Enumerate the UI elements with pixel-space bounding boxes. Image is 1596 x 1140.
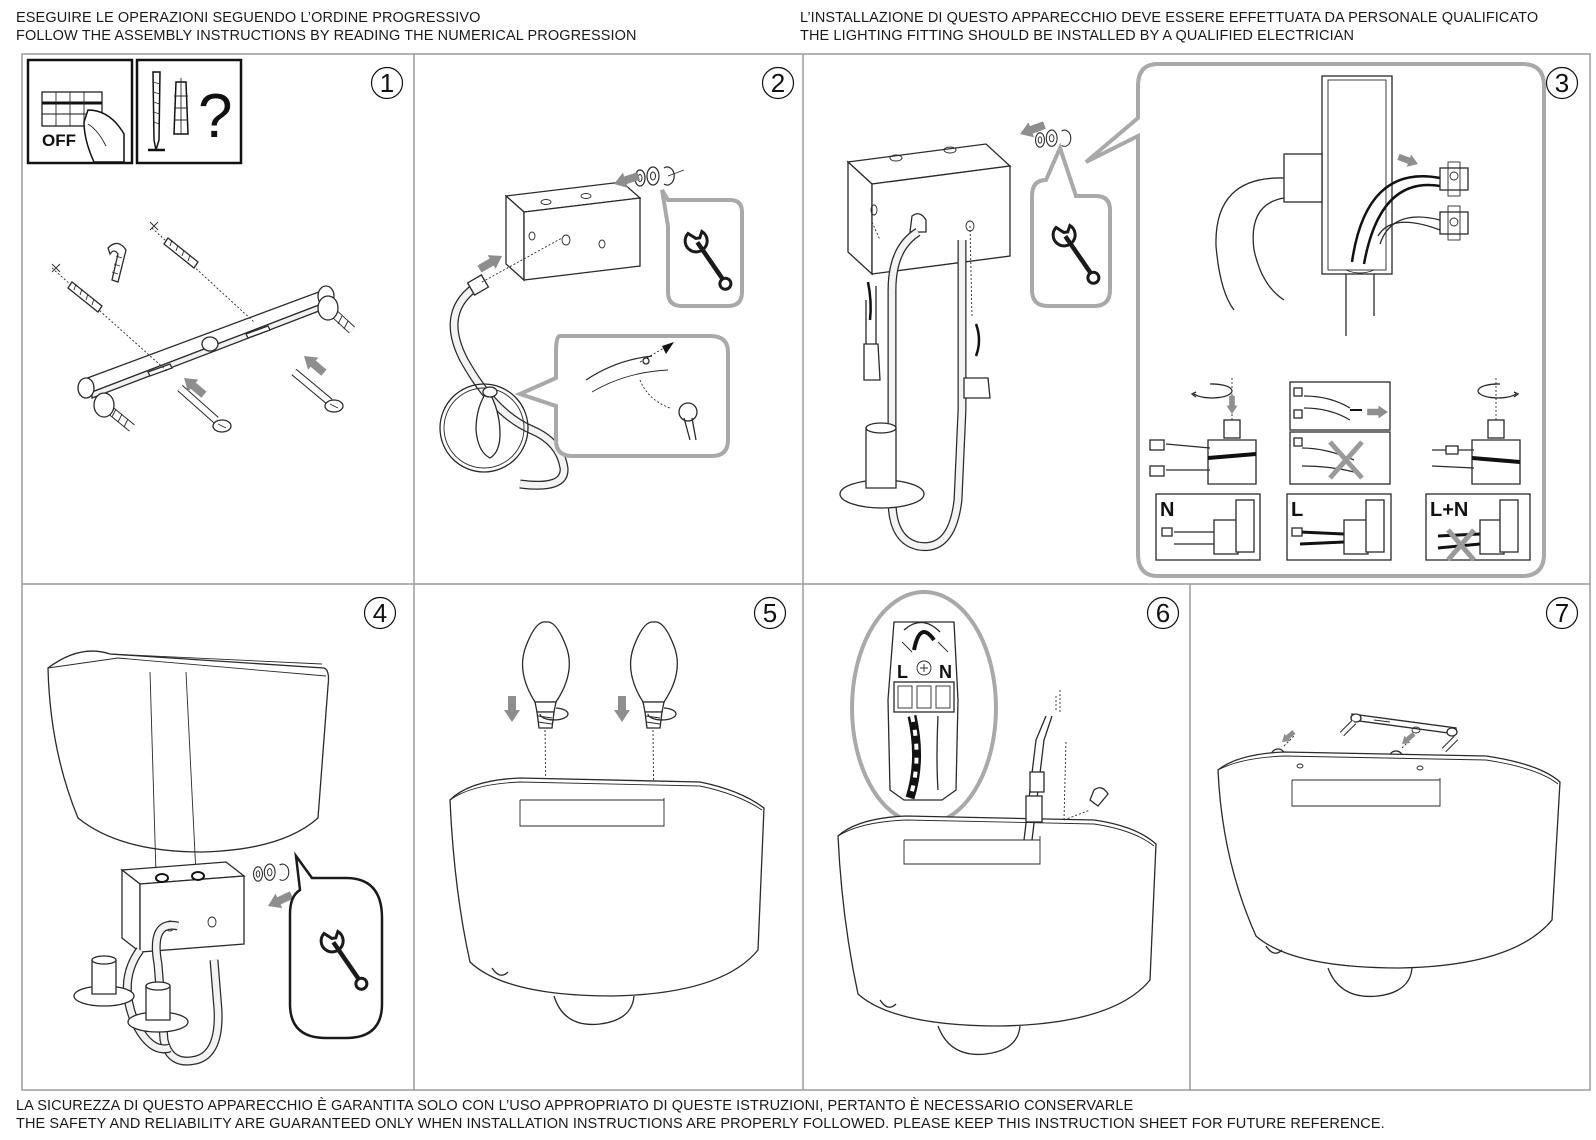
- wiring-option-live: L: [1286, 493, 1392, 561]
- footer-safety-note: LA SICUREZZA DI QUESTO APPARECCHIO È GAR…: [16, 1097, 1385, 1133]
- junction-box-4: [120, 861, 246, 954]
- wrench-bubble-4: [288, 851, 384, 1040]
- cable-clip: [107, 242, 127, 283]
- step-4-badge: 4: [363, 596, 397, 630]
- fixing-screw-right: [291, 349, 344, 413]
- panel-6: L N: [837, 590, 1157, 1056]
- step-3-badge: 3: [1545, 66, 1579, 100]
- fixture-arms-4: [73, 920, 223, 1066]
- junction-box: [504, 181, 642, 282]
- footer-italian: LA SICUREZZA DI QUESTO APPARECCHIO È GAR…: [16, 1098, 1134, 1114]
- panel-4: [47, 650, 384, 1066]
- panel-5: [449, 621, 765, 1026]
- svg-text:6: 6: [1156, 598, 1170, 628]
- detail-bubble-lower: [514, 334, 730, 458]
- screw-and-plug-icon: [135, 58, 243, 165]
- svg-text:L: L: [897, 662, 908, 682]
- nut-and-washer: [634, 166, 675, 187]
- step-5-badge: 5: [753, 596, 787, 630]
- bulb-left: [504, 621, 570, 801]
- svg-text:N: N: [1160, 499, 1174, 521]
- wall-bracket-7: [1339, 713, 1459, 763]
- svg-text:5: 5: [763, 598, 777, 628]
- step-1-badge: 1: [370, 66, 404, 100]
- svg-text:L: L: [1291, 499, 1303, 521]
- panel-1-safety-icons: OFF ?: [26, 58, 356, 433]
- svg-text:L+N: L+N: [1430, 499, 1468, 521]
- panel-grid: [21, 53, 1591, 1091]
- header-left-english: FOLLOW THE ASSEMBLY INSTRUCTIONS BY READ…: [16, 28, 637, 44]
- question-mark-icon: ?: [198, 82, 232, 151]
- fixing-screw-lower: [177, 371, 232, 433]
- wrench-bubble: [660, 188, 744, 308]
- wire-strip-detail: [1289, 381, 1391, 485]
- terminal-screw-left: [1149, 378, 1257, 485]
- panel-7: [1217, 713, 1561, 998]
- header-left: ESEGUIRE LE OPERAZIONI SEGUENDO L’ORDINE…: [16, 9, 637, 45]
- step-2-badge: 2: [761, 66, 795, 100]
- wiring-detail-bubble: [1084, 62, 1546, 578]
- svg-text:OFF: OFF: [42, 131, 76, 150]
- step-6-badge: 6: [1146, 596, 1180, 630]
- header-right: L’INSTALLAZIONE DI QUESTO APPARECCHIO DE…: [800, 9, 1538, 45]
- footer-english: THE SAFETY AND RELIABILITY ARE GUARANTEE…: [16, 1116, 1385, 1132]
- lamp-shade-5: [449, 777, 765, 1026]
- fixture-arm: [839, 221, 991, 552]
- wrench-bubble-3: [1030, 142, 1112, 308]
- wiring-option-neutral: N: [1155, 493, 1261, 561]
- svg-text:1: 1: [380, 68, 394, 98]
- terminal-bubble: L N: [850, 590, 998, 826]
- step-7-badge: 7: [1545, 596, 1579, 630]
- svg-text:N: N: [939, 662, 952, 682]
- wall-plug-right: [149, 221, 255, 323]
- lamp-shade-7: [1217, 751, 1561, 998]
- svg-text:7: 7: [1555, 598, 1569, 628]
- cable-with-ring: [439, 237, 569, 490]
- junction-box-3: [846, 143, 1012, 276]
- connector-lead: [1023, 690, 1109, 841]
- lamp-shade-4: [47, 650, 330, 875]
- bulb-right: [614, 621, 678, 821]
- terminal-box-detail: [1215, 75, 1469, 336]
- svg-text:2: 2: [771, 68, 785, 98]
- svg-text:4: 4: [373, 598, 387, 628]
- wall-plug-left: [51, 263, 169, 373]
- wiring-option-live-neutral: L+N: [1425, 493, 1531, 562]
- panel-2: [439, 166, 744, 490]
- header-right-english: THE LIGHTING FITTING SHOULD BE INSTALLED…: [800, 28, 1355, 44]
- wall-bracket: [77, 285, 356, 432]
- breaker-off-icon: OFF: [26, 58, 134, 165]
- panel-3: N L L+N: [839, 62, 1546, 578]
- lamp-shade-6: [837, 815, 1157, 1056]
- terminal-screw-right: [1431, 378, 1521, 485]
- header-right-italian: L’INSTALLAZIONE DI QUESTO APPARECCHIO DE…: [800, 10, 1539, 26]
- header-left-italian: ESEGUIRE LE OPERAZIONI SEGUENDO L’ORDINE…: [16, 10, 481, 26]
- svg-text:3: 3: [1555, 68, 1569, 98]
